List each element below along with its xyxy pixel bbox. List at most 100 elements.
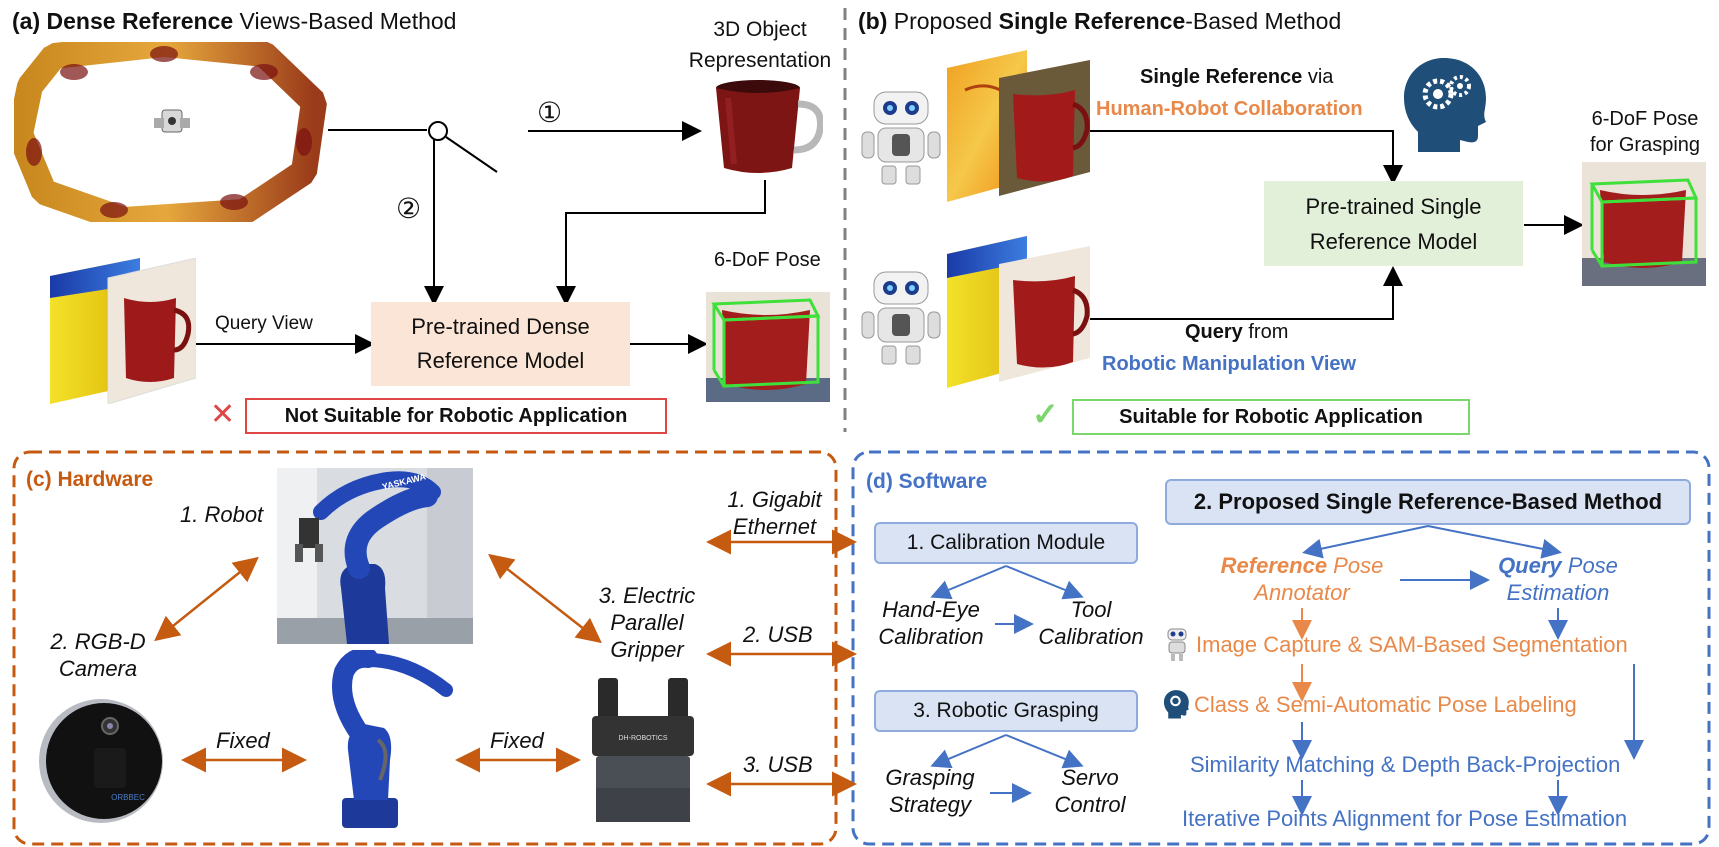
step-image-capture: Image Capture & SAM-Based Segmentation: [1196, 632, 1628, 657]
single-ref-bold: Single Reference: [1140, 66, 1303, 88]
gigabit-line1: 1. Gigabit: [727, 487, 822, 512]
servo-control-label: Servo Control: [1030, 764, 1150, 818]
object-representation-label: 3D Object Representation: [670, 14, 850, 76]
panel-b-title-pre: Proposed: [893, 8, 999, 34]
electric-gripper-photo: DH-ROBOTICS: [592, 678, 694, 822]
query-pose-estimation-label: Query Pose Estimation: [1468, 552, 1648, 606]
robot-icon: [861, 91, 941, 185]
ref-rest: Pose: [1327, 553, 1384, 578]
suitable-text: Suitable for Robotic Application: [1119, 405, 1423, 428]
dense-reference-views-ring: [14, 42, 327, 222]
step-pose-labeling: Class & Semi-Automatic Pose Labeling: [1194, 692, 1577, 717]
human-robot-collab-label: Human-Robot Collaboration: [1096, 98, 1363, 120]
reference-pose-annotator-label: Reference Pose Annotator: [1212, 552, 1392, 606]
human-head-small-icon: [1164, 690, 1189, 719]
grasp-pose-label: 6-DoF Pose for Grasping: [1575, 106, 1715, 158]
step-similarity-matching: Similarity Matching & Depth Back-Project…: [1190, 752, 1621, 777]
single-reference-model-box: Pre-trained Single Reference Model: [1264, 181, 1523, 266]
robotic-grasping-text: 3. Robotic Grasping: [913, 699, 1099, 722]
query-from-label: Query from: [1185, 321, 1288, 344]
dense-reference-model-box: Pre-trained Dense Reference Model: [371, 302, 630, 386]
dense-model-line2: Reference Model: [416, 348, 585, 373]
servo-line2: Control: [1054, 792, 1126, 817]
manipulation-view-label: Robotic Manipulation View: [1102, 353, 1357, 375]
pose-result-image-a: [706, 292, 830, 402]
mug-3d-model: [716, 80, 823, 173]
panel-b-title-bold: Single Reference: [998, 8, 1186, 34]
proposed-method-box: 2. Proposed Single Reference-Based Metho…: [1165, 479, 1691, 525]
single-reference-label: Single Reference via: [1140, 66, 1333, 89]
hardware-title: (c) Hardware: [26, 468, 154, 491]
camera-label: 2. RGB-D Camera: [38, 628, 158, 682]
cross-icon: ✕: [210, 398, 236, 431]
hand-eye-calibration-label: Hand-Eye Calibration: [866, 596, 996, 650]
gripper-label: 3. Electric Parallel Gripper: [572, 582, 722, 663]
path-2-marker: ②: [396, 193, 422, 224]
camera-brand-text: ORBBEC: [111, 793, 145, 802]
robot-arm-photo: YASKAWA: [332, 650, 453, 828]
rgbd-camera-photo: ORBBEC: [39, 699, 163, 823]
tool-line1: Tool: [1070, 597, 1112, 622]
panel-a-title: (a) Dense Reference Views-Based Method: [12, 8, 456, 35]
estimation-line: Estimation: [1506, 580, 1610, 605]
not-suitable-text: Not Suitable for Robotic Application: [284, 404, 628, 427]
pose-result-image-b: [1582, 162, 1706, 286]
fixed-label-left: Fixed: [216, 728, 270, 753]
check-icon: ✓: [1032, 396, 1059, 432]
panel-a-label: (a): [12, 8, 41, 34]
calibration-module-box: 1. Calibration Module: [874, 522, 1138, 564]
switch-pivot: [428, 121, 448, 141]
grasp-pose-line1: 6-DoF Pose: [1591, 108, 1699, 130]
dense-model-line1: Pre-trained Dense: [411, 314, 590, 339]
pose-label-a: 6-DoF Pose: [714, 249, 821, 271]
tool-calibration-label: Tool Calibration: [1024, 596, 1158, 650]
gigabit-line2: Ethernet: [732, 514, 817, 539]
robot-photo: YASKAWA: [277, 468, 473, 644]
query-rest-d: Pose: [1561, 553, 1618, 578]
fixed-label-right: Fixed: [490, 728, 544, 753]
gripper-line3: Gripper: [610, 637, 684, 662]
obj-rep-line1: 3D Object: [713, 18, 807, 41]
robot-icon: [861, 271, 941, 365]
panel-a-title-rest: Views-Based Method: [233, 8, 457, 34]
human-head-gears-icon: [1404, 58, 1486, 152]
obj-rep-line2: Representation: [688, 49, 832, 72]
hand-eye-line2: Calibration: [878, 624, 984, 649]
annotator-line: Annotator: [1254, 580, 1350, 605]
path-1-marker: ①: [537, 97, 563, 128]
suitable-badge: Suitable for Robotic Application: [1072, 399, 1470, 435]
query-bold-d: Query: [1498, 553, 1562, 578]
software-title: (d) Software: [866, 470, 988, 493]
single-model-line2: Reference Model: [1309, 228, 1478, 254]
ref-bold: Reference: [1220, 553, 1328, 578]
proposed-method-text: 2. Proposed Single Reference-Based Metho…: [1193, 489, 1663, 514]
gripper-line1: 3. Electric: [598, 583, 696, 608]
panel-a-title-bold: Dense Reference: [46, 8, 234, 34]
gripper-line2: Parallel: [610, 610, 684, 635]
robotic-grasping-box: 3. Robotic Grasping: [874, 690, 1138, 732]
robot-label: 1. Robot: [180, 502, 264, 527]
usb3-label: 3. USB: [743, 752, 813, 777]
not-suitable-badge: Not Suitable for Robotic Application: [245, 398, 667, 434]
calibration-module-text: 1. Calibration Module: [906, 531, 1106, 554]
gigabit-label: 1. Gigabit Ethernet: [712, 486, 837, 540]
query-view-label: Query View: [215, 313, 313, 334]
grasp-pose-line2: for Grasping: [1589, 134, 1701, 156]
manipulation-query-images: [947, 236, 1090, 388]
panel-b-title: (b) Proposed Single Reference-Based Meth…: [858, 8, 1341, 35]
panel-b-title-rest: -Based Method: [1185, 8, 1342, 34]
single-model-line1: Pre-trained Single: [1305, 193, 1482, 219]
query-view-images: [50, 258, 196, 404]
hand-eye-line1: Hand-Eye: [882, 597, 980, 622]
strategy-line1: Grasping: [885, 765, 975, 790]
query-bold: Query: [1185, 321, 1243, 343]
camera-line2: Camera: [58, 656, 138, 681]
tool-line2: Calibration: [1038, 624, 1144, 649]
grasping-strategy-label: Grasping Strategy: [870, 764, 990, 818]
step-points-alignment: Iterative Points Alignment for Pose Esti…: [1182, 806, 1628, 831]
servo-line1: Servo: [1061, 765, 1119, 790]
usb2-label: 2. USB: [743, 622, 813, 647]
robot-small-icon: [1167, 628, 1187, 661]
camera-line1: 2. RGB-D: [50, 629, 146, 654]
